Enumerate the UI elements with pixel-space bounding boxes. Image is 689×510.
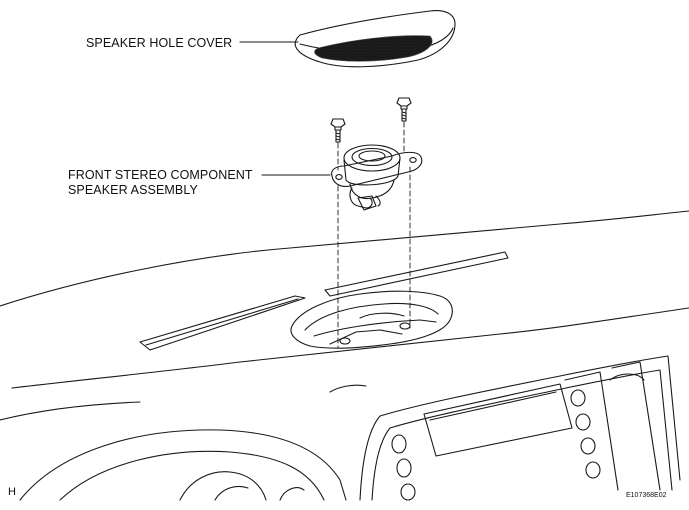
speaker-assembly-label-line2: SPEAKER ASSEMBLY [68, 183, 198, 197]
cover-mesh-grille [314, 35, 433, 62]
instrument-panel [0, 210, 689, 501]
speaker-assembly-label-line1: FRONT STEREO COMPONENT [68, 168, 253, 182]
figure-code: E107368E02 [626, 492, 667, 499]
speaker-hole-cover [294, 10, 456, 68]
view-letter: H [8, 486, 16, 498]
speaker-hole-cover-label: SPEAKER HOLE COVER [86, 36, 233, 50]
bolt-left [330, 118, 346, 143]
alignment-lines [337, 121, 411, 349]
speaker-assembly [331, 144, 423, 211]
speaker-assembly-label: FRONT STEREO COMPONENT SPEAKER ASSEMBLY [68, 168, 253, 198]
bolt-right [396, 97, 412, 122]
panel-speaker-opening [290, 290, 453, 349]
